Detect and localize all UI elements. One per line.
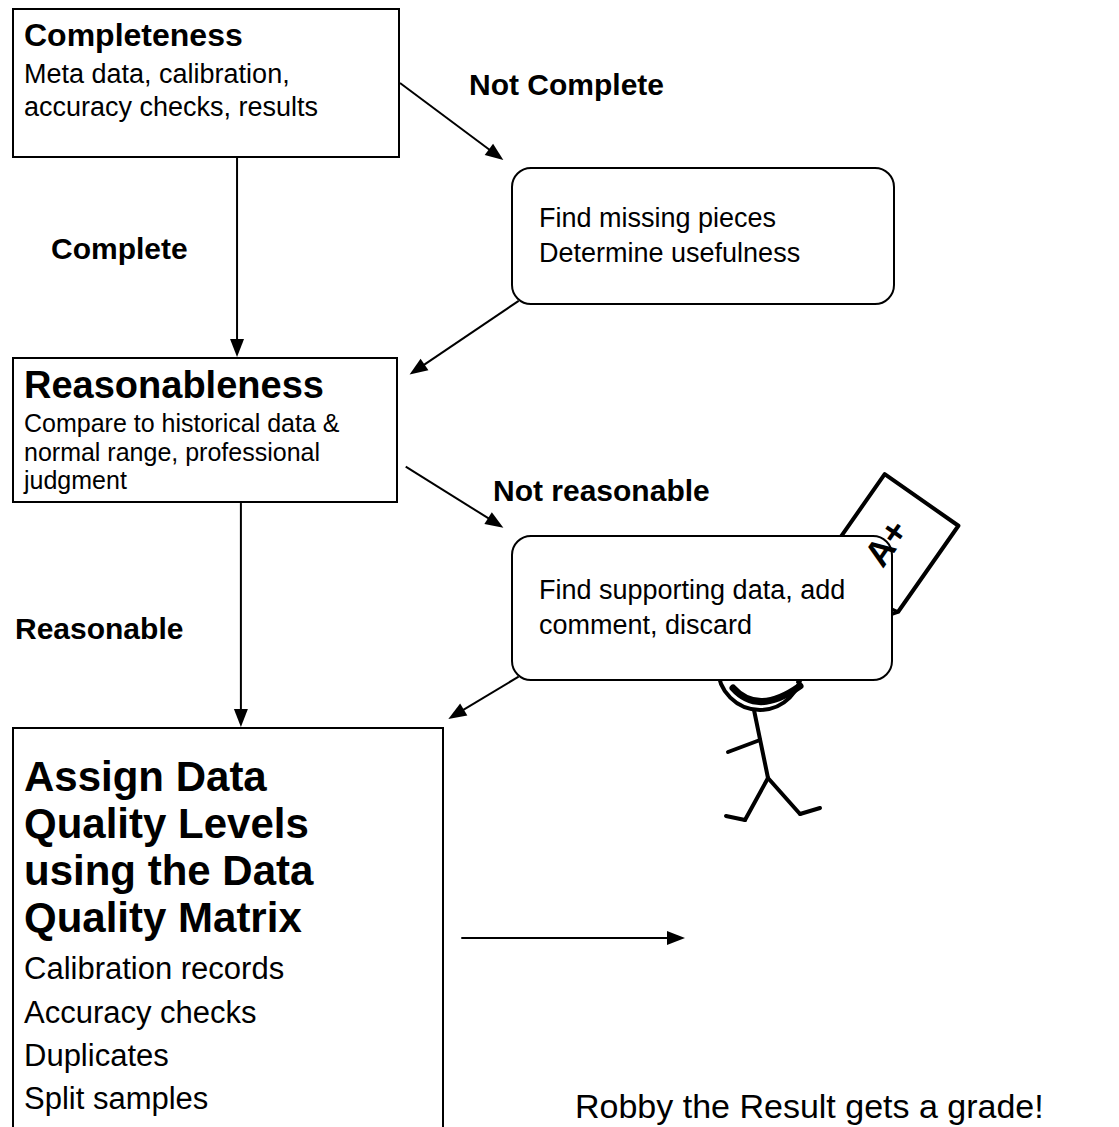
connector-line xyxy=(423,301,519,366)
result-figure: A+Robby the Result gets a grade! xyxy=(685,490,1113,1120)
flow-arrow xyxy=(461,931,685,945)
edge-label: Not Complete xyxy=(466,68,667,103)
connector-line xyxy=(240,503,242,711)
box-heading: Reasonableness xyxy=(24,365,386,407)
robby-body xyxy=(754,710,768,778)
action-box: Find supporting data, add comment, disca… xyxy=(511,535,893,681)
box-heading: Assign Data Quality Levels using the Dat… xyxy=(24,753,369,941)
edge-label: Not reasonable xyxy=(490,474,713,509)
action-box: Find missing piecesDetermine usefulness xyxy=(511,167,895,305)
figure-caption: Robby the Result gets a grade! xyxy=(575,1088,1044,1125)
list-item: Duplicates xyxy=(24,1034,432,1077)
list-item: Accuracy checks xyxy=(24,991,432,1034)
process-box: ReasonablenessCompare to historical data… xyxy=(12,357,398,503)
connector-line xyxy=(236,158,238,341)
box-heading: Completeness xyxy=(24,16,388,54)
flow-arrow xyxy=(410,301,519,375)
arrowhead xyxy=(448,704,467,719)
arrowhead xyxy=(667,931,685,945)
arrowhead xyxy=(230,339,244,357)
box-body: Compare to historical data & normal rang… xyxy=(24,409,386,495)
action-text: Determine usefulness xyxy=(539,236,867,271)
process-box: CompletenessMeta data, calibration, accu… xyxy=(12,8,400,158)
grade-text: A+ xyxy=(858,513,914,572)
arrowhead xyxy=(234,709,248,727)
connector-line xyxy=(406,467,490,520)
edge-label: Reasonable xyxy=(12,612,186,647)
flow-arrow xyxy=(234,503,248,727)
list-item: Calibration records xyxy=(24,947,432,990)
flow-arrow xyxy=(230,158,244,357)
action-text: Find supporting data, add comment, disca… xyxy=(539,573,865,643)
action-text: Find missing pieces xyxy=(539,201,867,236)
arrowhead xyxy=(410,359,429,375)
connector-line xyxy=(461,937,669,939)
flow-arrow xyxy=(406,467,504,528)
flow-arrow xyxy=(448,677,518,719)
box-body: Meta data, calibration, accuracy checks,… xyxy=(24,58,388,123)
arrowhead xyxy=(484,512,503,527)
connector-line xyxy=(462,677,519,711)
process-box: Assign Data Quality Levels using the Dat… xyxy=(12,727,444,1127)
edge-label: Complete xyxy=(48,232,191,267)
list-item: Split samples xyxy=(24,1077,432,1120)
arrowhead xyxy=(485,144,504,160)
